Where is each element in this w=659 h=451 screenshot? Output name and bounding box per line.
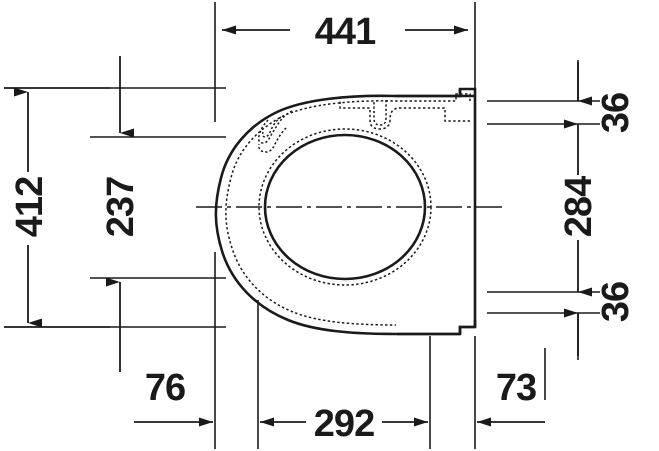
dimension-237: 237 (100, 56, 142, 372)
hinge-pocket-left (257, 110, 293, 144)
hinge-pocket-left-outer (258, 127, 287, 153)
dim-237-label: 237 (100, 177, 142, 237)
dimension-284: 284 (558, 119, 600, 297)
seat-outer-contour (214, 87, 477, 336)
dim-412-label: 412 (9, 177, 51, 237)
notch-bottom-right (458, 325, 475, 334)
dimension-36-top: 36 (577, 62, 637, 133)
seat-inner-opening (263, 133, 427, 281)
dimension-73: 73 (477, 367, 545, 427)
dim-36-top-label: 36 (595, 93, 637, 133)
dim-36-bottom-label: 36 (595, 282, 637, 322)
hinge-bolt-left (261, 116, 282, 138)
extension-lines (4, 2, 600, 449)
notch-top-right (458, 89, 475, 98)
seat-hidden-contour (225, 93, 471, 326)
dim-76-label: 76 (145, 367, 185, 409)
seat-outline-group (214, 87, 477, 336)
dim-292-label: 292 (314, 403, 374, 445)
dimension-76: 76 (134, 367, 213, 427)
dimension-441: 441 (222, 11, 468, 53)
hinge-bolt-right (373, 100, 387, 126)
hinge-pocket-right (339, 101, 470, 130)
dimension-412: 412 (9, 87, 51, 328)
dim-441-label: 441 (315, 11, 376, 53)
dimension-292: 292 (260, 403, 428, 445)
dimension-36-bottom: 36 (564, 282, 637, 356)
dim-73-label: 73 (496, 367, 536, 409)
dim-284-label: 284 (558, 176, 600, 237)
